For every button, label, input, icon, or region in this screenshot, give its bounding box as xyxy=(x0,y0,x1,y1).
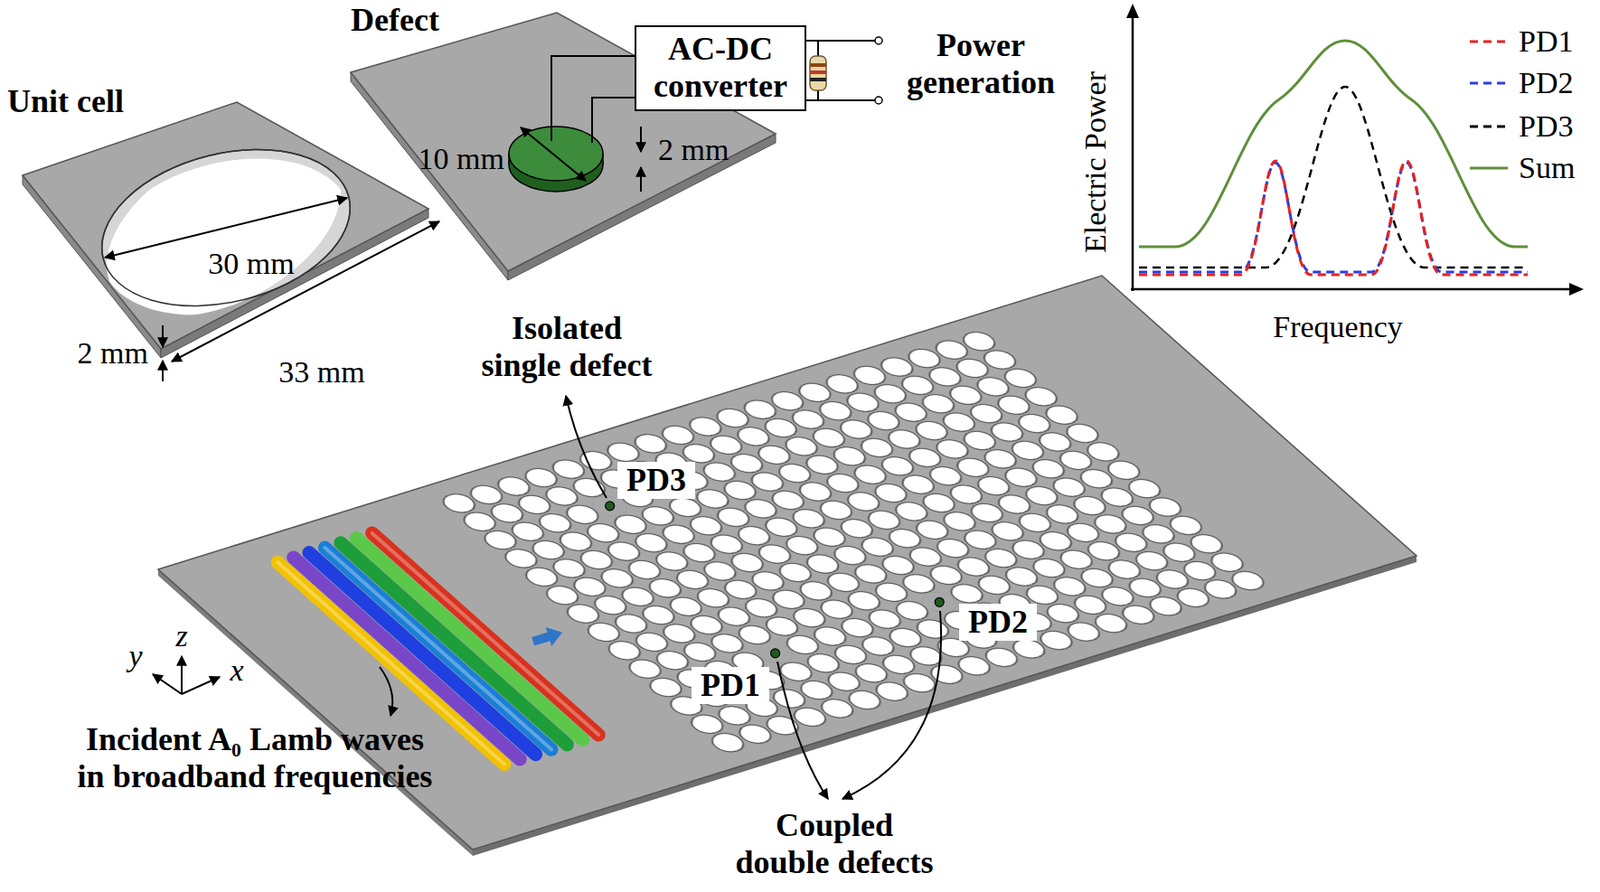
defect-tag: PD1 xyxy=(691,667,770,705)
leader-arrow xyxy=(565,395,607,499)
legend-line xyxy=(1469,40,1508,44)
dimension-label: 2 mm xyxy=(658,131,729,168)
callout-label: Isolated single defect xyxy=(474,310,659,386)
pd3-curve xyxy=(1138,86,1528,268)
wire xyxy=(806,99,876,102)
dimension-label: 30 mm xyxy=(207,245,294,282)
dimension-label: 33 mm xyxy=(278,354,365,390)
propagation-arrow xyxy=(529,622,565,651)
dimension-label: 2 mm xyxy=(77,335,149,371)
callout-label: Coupled double defects xyxy=(730,807,939,883)
axis-letter: z xyxy=(175,618,188,654)
dimension-arrow xyxy=(520,127,586,181)
defect-cell xyxy=(752,640,800,667)
hole-lattice xyxy=(434,328,1272,757)
axis-arrow xyxy=(1569,282,1584,296)
resistor-band xyxy=(809,70,827,75)
dimension-arrow xyxy=(640,167,642,192)
defect-tag: PD3 xyxy=(617,461,696,499)
piezo-dot xyxy=(934,597,944,607)
resistor-band xyxy=(809,63,827,67)
hole-rim xyxy=(84,125,367,331)
legend-line xyxy=(1469,167,1508,170)
axis-letter: y xyxy=(128,638,142,674)
leader-arrow xyxy=(777,661,829,800)
axis-title: Electric Power xyxy=(1077,71,1113,254)
converter-box: AC-DC converter xyxy=(634,25,807,112)
hole xyxy=(84,134,367,340)
leader-arrow xyxy=(379,667,393,716)
leader-arrow xyxy=(842,611,942,800)
wire xyxy=(806,39,876,42)
triad-axis xyxy=(152,674,182,695)
legend-text: PD1 xyxy=(1518,23,1573,59)
axis xyxy=(1130,288,1572,292)
wire xyxy=(592,97,635,143)
axis-letter: x xyxy=(229,652,244,688)
axis-triad xyxy=(152,656,220,695)
dimension-arrow xyxy=(161,325,164,348)
unit-cell-plate xyxy=(22,102,429,358)
sum-curve xyxy=(1138,40,1528,247)
wave-highlight xyxy=(372,533,600,735)
part-title: Unit cell xyxy=(7,83,124,121)
legend-text: PD3 xyxy=(1518,108,1573,144)
resistor-band xyxy=(809,77,827,82)
power-chart xyxy=(1126,3,1584,296)
axis xyxy=(1131,14,1135,292)
pd1-curve xyxy=(1138,160,1528,275)
defect-tag: PD2 xyxy=(959,603,1037,641)
legend-line xyxy=(1469,125,1508,129)
resistor-body xyxy=(809,56,827,91)
axis-arrow xyxy=(1126,3,1139,19)
terminal xyxy=(875,37,883,45)
legend-text: PD2 xyxy=(1518,65,1573,101)
part-title: Defect xyxy=(350,1,440,39)
dimension-arrow xyxy=(640,126,642,152)
piezo-disk xyxy=(508,126,603,192)
wave-highlight xyxy=(324,547,552,750)
callout-label: Incident A₀ Lamb waves in broadband freq… xyxy=(69,721,441,797)
wave-crest xyxy=(324,547,552,750)
resistor-symbol xyxy=(809,56,827,91)
pd2-curve xyxy=(1138,162,1528,273)
dimension-arrow xyxy=(161,360,164,382)
box-text: AC-DC converter xyxy=(645,30,796,106)
triad-axis xyxy=(180,656,183,695)
disk-top xyxy=(508,126,603,181)
dimension-label: 10 mm xyxy=(418,141,505,177)
piezo-dot xyxy=(605,501,615,511)
triad-axis xyxy=(181,677,220,695)
axis-title: Frequency xyxy=(1272,309,1403,345)
plate-top xyxy=(22,102,429,349)
defect-cells xyxy=(586,442,964,668)
piezo-dot xyxy=(771,649,781,659)
legend-line xyxy=(1469,82,1508,85)
dimension-arrow xyxy=(171,221,440,362)
terminal xyxy=(875,96,883,104)
legend-text: Sum xyxy=(1518,150,1575,186)
output-label: Power generation xyxy=(894,27,1067,103)
